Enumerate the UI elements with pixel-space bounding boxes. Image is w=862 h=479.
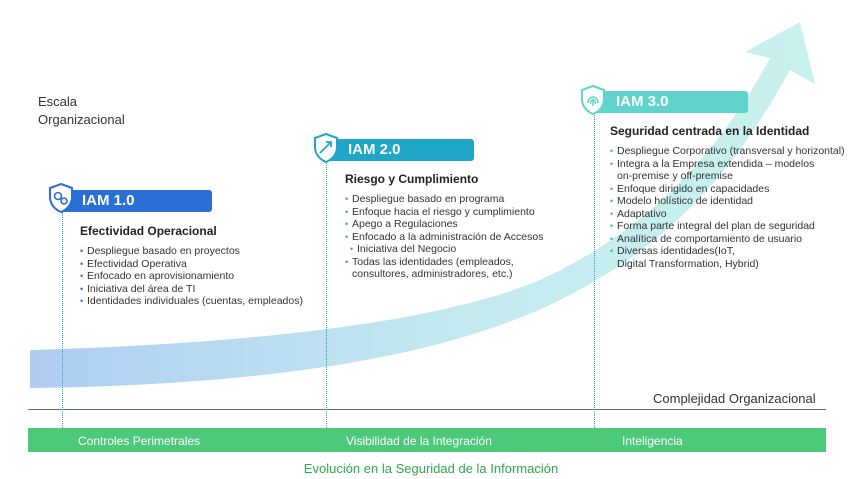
list-item: Todas las identidades (empleados, consul… [345,256,543,281]
x-axis-label: Complejidad Organizacional [653,391,816,406]
list-item: Integra a la Empresa extendida – modelos… [610,158,845,183]
footer-caption: Evolución en la Seguridad de la Informac… [303,461,559,476]
list-item: Despliegue basado en proyectos [80,245,303,258]
phase-bar [28,428,826,452]
stage-guide-1 [62,212,63,452]
stage-banner-iam2: IAM 2.0 [326,139,474,161]
arrow-shield-icon [314,133,338,163]
list-item: Analítica de comportamiento de usuario [610,233,845,246]
phase-label-inteligencia: Inteligencia [622,434,683,448]
list-item: Adaptativo [610,208,845,221]
phase-label-visibilidad: Visibilidad de la Integración [346,434,492,448]
stage-subtitle: Riesgo y Cumplimiento [345,172,479,186]
stage-title: IAM 1.0 [82,192,135,209]
list-item: Enfoque dirigido en capacidades [610,183,845,196]
list-item: Forma parte integral del plan de segurid… [610,220,845,233]
list-item: Enfocado a la administración de Accesos [345,231,543,244]
stage-guide-2 [326,160,327,452]
list-item: Enfoque hacia el riesgo y cumplimiento [345,206,543,219]
list-item: Apego a Regulaciones [345,218,543,231]
list-item: Iniciativa del área de TI [80,283,303,296]
stage-subtitle: Efectividad Operacional [80,224,217,238]
stage-title: IAM 2.0 [348,141,401,158]
stage-subtitle: Seguridad centrada en la Identidad [610,124,810,138]
horizontal-axis [28,409,826,410]
fingerprint-shield-icon [581,85,605,115]
stage-3-list: Despliegue Corporativo (transversal y ho… [610,145,845,270]
stage-guide-3 [594,112,595,452]
list-item: Diversas identidades(IoT, Digital Transf… [610,245,845,270]
list-item: Enfocado en aprovisionamiento [80,270,303,283]
list-item: Despliegue Corporativo (transversal y ho… [610,145,845,158]
stage-banner-iam3: IAM 3.0 [594,91,748,113]
list-item: Efectividad Operativa [80,258,303,271]
stage-banner-iam1: IAM 1.0 [62,190,212,212]
stage-1-list: Despliegue basado en proyectos Efectivid… [80,245,303,308]
gears-shield-icon [49,183,73,213]
phase-label-perimetral: Controles Perimetrales [78,434,201,448]
stage-title: IAM 3.0 [616,93,669,110]
list-item: Despliegue basado en programa [345,193,543,206]
y-axis-label: Escala Organizacional [38,94,125,127]
stage-2-list: Despliegue basado en programa Enfoque ha… [345,193,543,281]
list-item: Iniciativa del Negocio [345,243,543,256]
list-item: Identidades individuales (cuentas, emple… [80,295,303,308]
list-item: Modelo holístico de identidad [610,195,845,208]
